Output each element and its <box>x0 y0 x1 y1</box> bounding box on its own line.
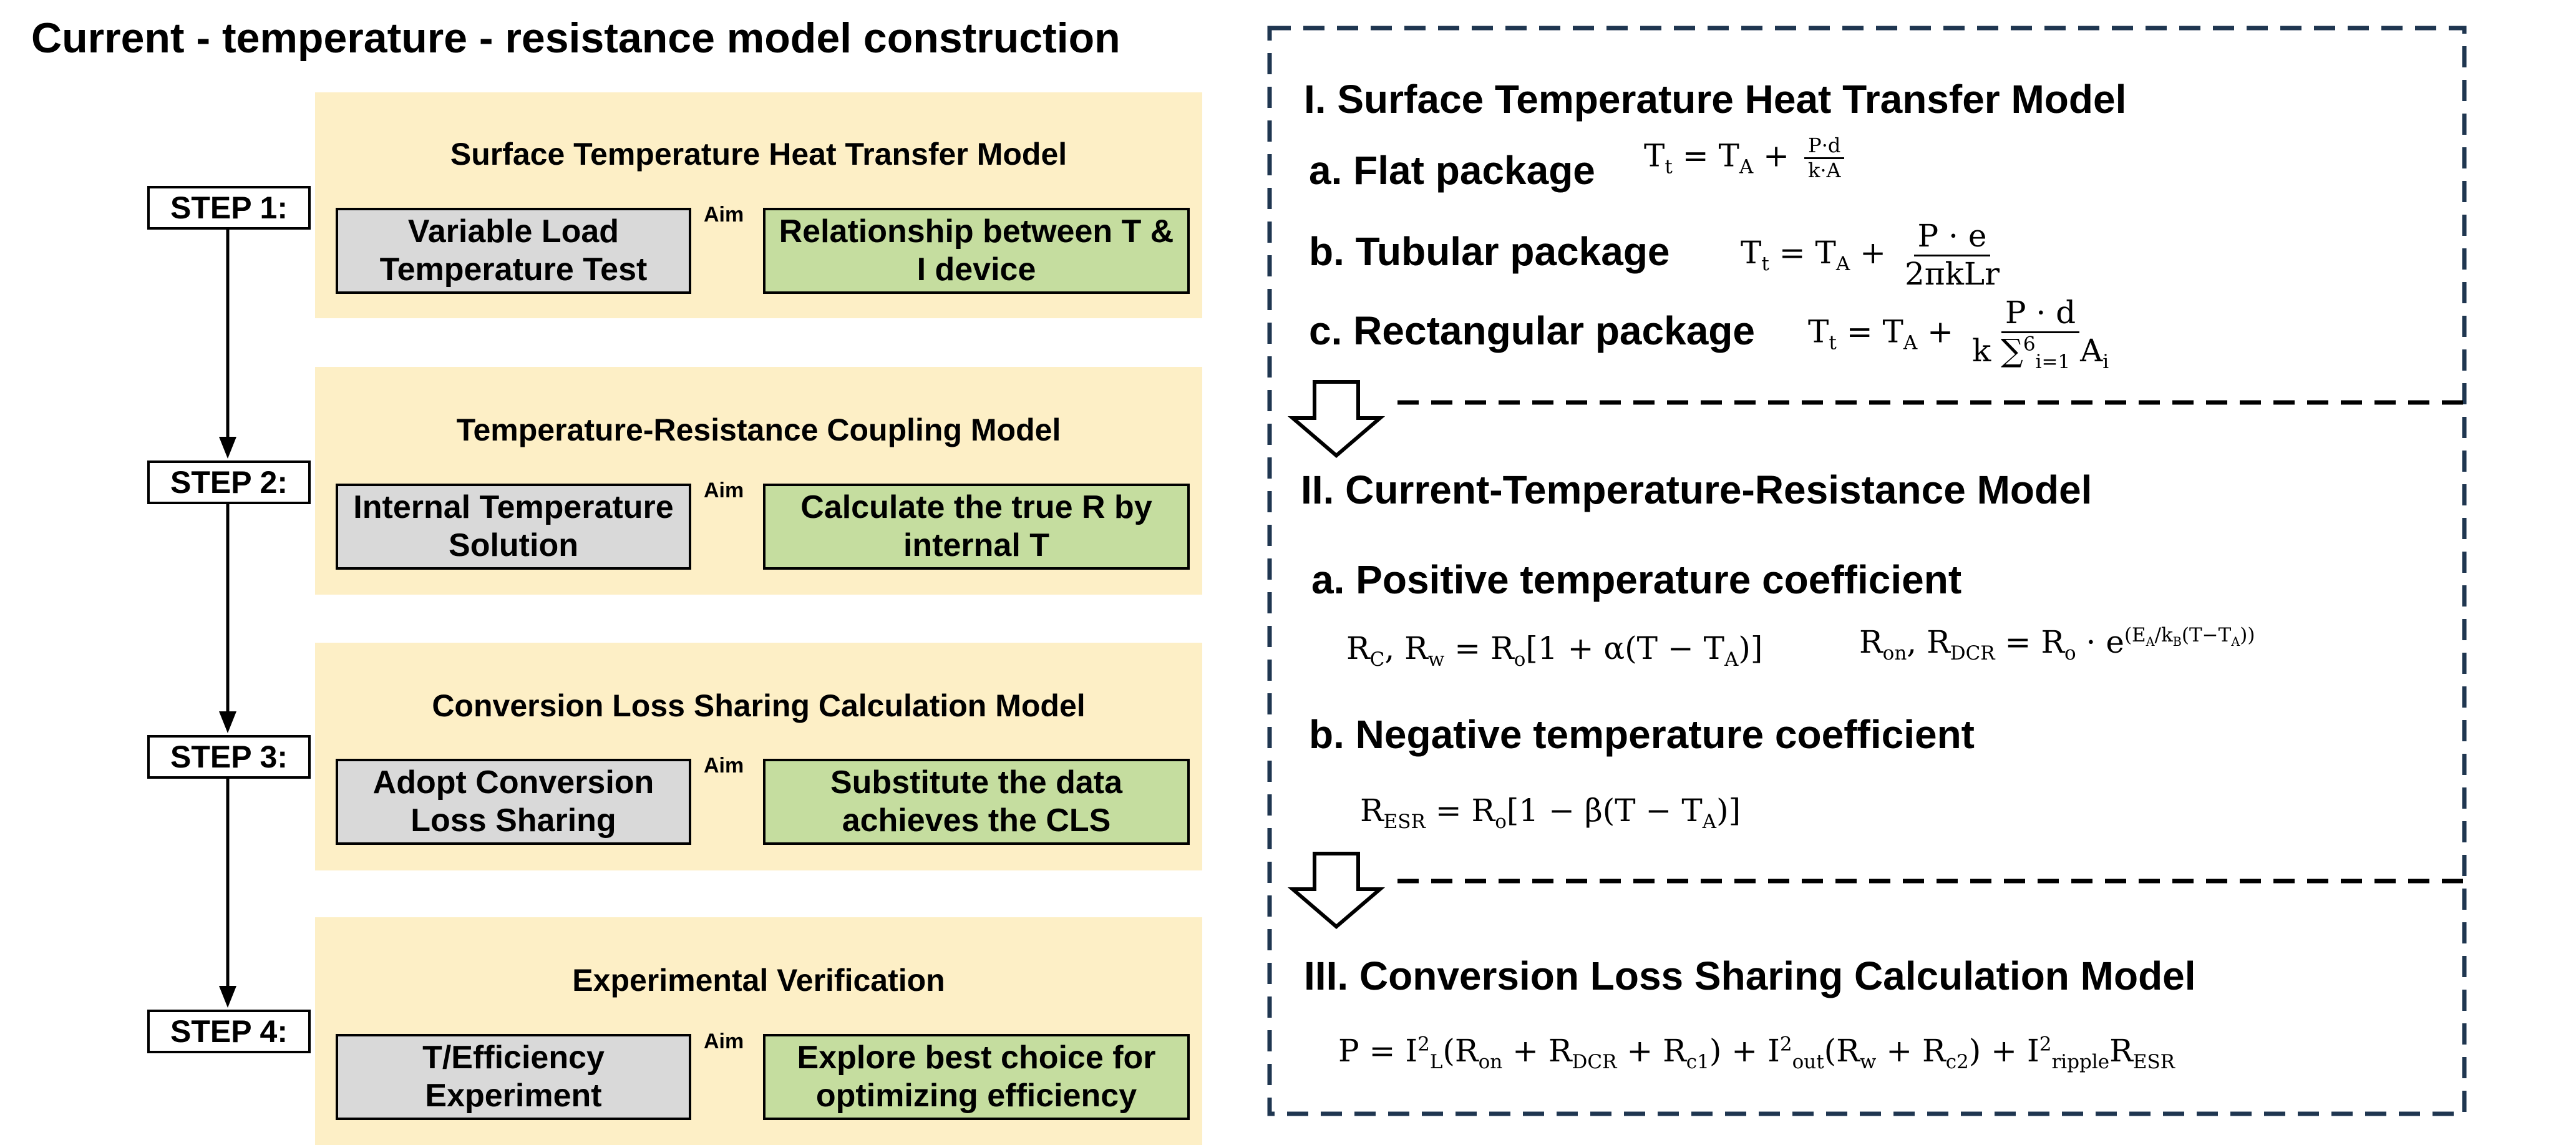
step-1-panel-title: Surface Temperature Heat Transfer Model <box>450 137 1067 172</box>
step-2-aim-label: Aim <box>704 479 744 502</box>
section-1-heading: I. Surface Temperature Heat Transfer Mod… <box>1304 77 2127 122</box>
model-frame <box>1267 26 2467 1116</box>
step-3-panel-title: Conversion Loss Sharing Calculation Mode… <box>432 688 1086 723</box>
step-4-target-box: Explore best choice for optimizing effic… <box>763 1034 1190 1120</box>
step-4-panel-title: Experimental Verification <box>572 963 945 998</box>
negative-coefficient-label: b. Negative temperature coefficient <box>1309 712 1975 757</box>
ptc-equation-ron-rdcr: Ron, RDCR = Ro · e(EA/kB(T−TA)) <box>1859 624 2255 665</box>
step-3-target-box: Substitute the data achieves the CLS <box>763 759 1190 845</box>
step-2-label: STEP 2: <box>147 460 311 504</box>
step-3-label: STEP 3: <box>147 735 311 779</box>
ntc-equation-resr: RESR = Ro[1 − β(T − TA)] <box>1360 792 1741 833</box>
section-3-heading: III. Conversion Loss Sharing Calculation… <box>1304 953 2196 998</box>
step-3-source-box: Adopt Conversion Loss Sharing <box>336 759 691 845</box>
step-1-aim-label: Aim <box>704 203 744 227</box>
rectangular-package-label: c. Rectangular package <box>1309 308 1755 353</box>
step-2-source-box: Internal Temperature Solution <box>336 484 691 570</box>
step-4-aim-label: Aim <box>704 1030 744 1053</box>
loss-sharing-equation: P = I2L(Ron + RDCR + Rc1) + I2out(Rw + R… <box>1338 1033 2175 1073</box>
step-arrow-1-2-head <box>219 437 236 459</box>
step-2-panel-title: Temperature-Resistance Coupling Model <box>456 412 1061 447</box>
step-arrow-2-3-head <box>219 711 236 733</box>
hollow-down-arrow-2 <box>1287 852 1386 929</box>
section-2-heading: II. Current-Temperature-Resistance Model <box>1301 467 2092 512</box>
step-4-label: STEP 4: <box>147 1010 311 1053</box>
step-1-source-box: Variable Load Temperature Test <box>336 208 691 294</box>
ptc-equation-rc-rw: RC, Rw = Ro[1 + α(T − TA)] <box>1346 630 1763 671</box>
step-1-label: STEP 1: <box>147 186 311 230</box>
step-arrow-3-4-head <box>219 986 236 1008</box>
step-1-target-box: Relationship between T & I device <box>763 208 1190 294</box>
page-title: Current - temperature - resistance model… <box>31 14 1120 62</box>
tubular-package-label: b. Tubular package <box>1309 229 1670 274</box>
hollow-down-arrow-1 <box>1287 380 1386 458</box>
positive-coefficient-label: a. Positive temperature coefficient <box>1311 557 1962 602</box>
step-4-source-box: T/Efficiency Experiment <box>336 1034 691 1120</box>
step-3-aim-label: Aim <box>704 754 744 777</box>
flat-package-label: a. Flat package <box>1309 148 1595 193</box>
step-2-target-box: Calculate the true R by internal T <box>763 484 1190 570</box>
